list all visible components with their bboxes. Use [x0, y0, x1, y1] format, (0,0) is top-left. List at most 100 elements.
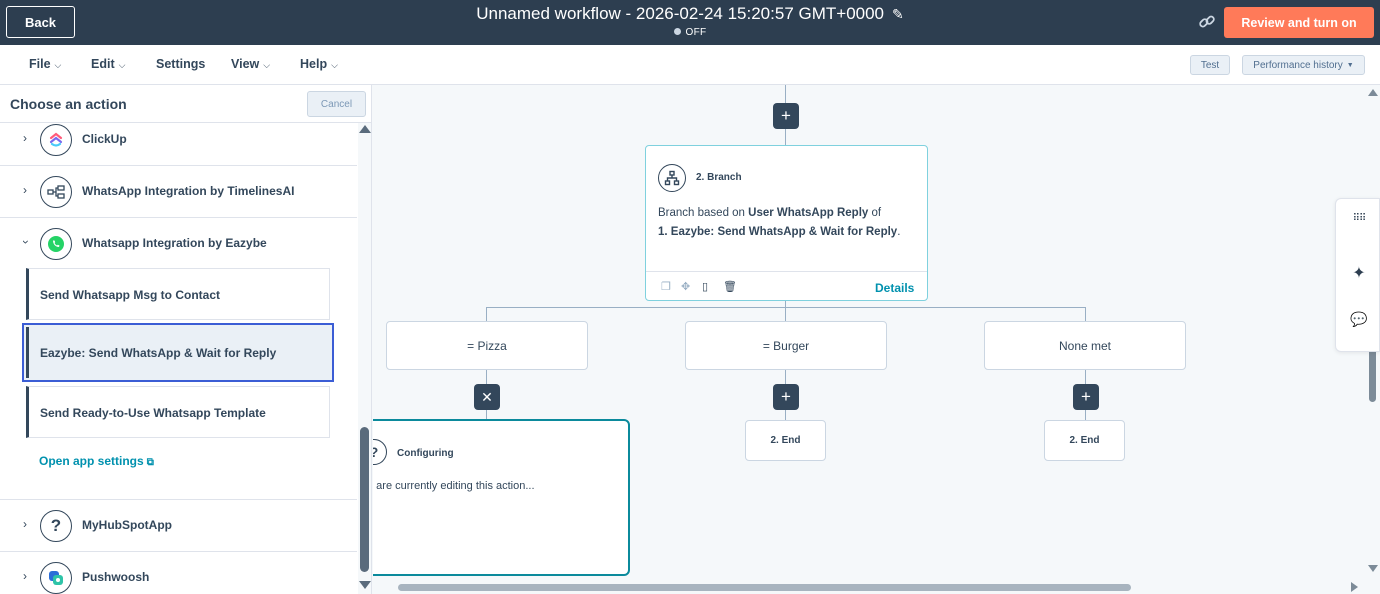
connector-line	[486, 307, 487, 321]
configuring-description: u are currently editing this action...	[373, 480, 535, 492]
app-row-clickup[interactable]: › ClickUp	[0, 114, 357, 166]
external-link-icon: ⧉	[146, 457, 154, 468]
timelines-icon	[40, 176, 72, 208]
action-send-whatsapp-msg[interactable]: Send Whatsapp Msg to Contact	[26, 268, 330, 320]
app-label: Whatsapp Integration by Eazybe	[82, 236, 267, 250]
panel-title: Choose an action	[10, 96, 127, 112]
panel-scrollbar[interactable]	[358, 123, 371, 594]
connector-line	[1085, 370, 1086, 384]
status-dot-icon	[673, 28, 681, 35]
app-row-eazybe[interactable]: › Whatsapp Integration by Eazybe	[0, 218, 357, 270]
branch-desc-text: .	[897, 226, 901, 238]
add-action-button[interactable]: +	[773, 384, 799, 410]
connector-line	[1085, 408, 1086, 420]
branch-option-pizza[interactable]: = Pizza	[386, 321, 588, 370]
action-label: Send Ready-to-Use Whatsapp Template	[40, 406, 266, 420]
chevron-right-icon[interactable]: ›	[23, 569, 27, 583]
menu-view[interactable]: View⌵	[231, 57, 270, 71]
menu-edit-label: Edit	[91, 57, 115, 71]
menu-help[interactable]: Help⌵	[300, 57, 338, 71]
scroll-thumb[interactable]	[360, 427, 369, 572]
action-send-template[interactable]: Send Ready-to-Use Whatsapp Template	[26, 386, 330, 438]
branch-icon	[658, 164, 686, 192]
branch-desc-action: 1. Eazybe: Send WhatsApp & Wait for Repl…	[658, 226, 898, 238]
workflow-title[interactable]: Unnamed workflow - 2026-02-24 15:20:57 G…	[0, 4, 1380, 24]
chat-icon[interactable]: 💬	[1350, 311, 1368, 327]
scroll-down-icon[interactable]	[359, 581, 371, 589]
canvas-vertical-scrollbar[interactable]	[1366, 85, 1380, 580]
workflow-canvas[interactable]: + 2. Branch Branch based on User WhatsAp…	[373, 85, 1380, 594]
connector-line	[1085, 307, 1086, 321]
action-label: Send Whatsapp Msg to Contact	[40, 288, 220, 302]
grid-icon[interactable]: ⠿⠿	[1352, 213, 1367, 224]
branch-label: 2. Branch	[696, 172, 742, 183]
end-card[interactable]: 2. End	[745, 420, 826, 461]
scroll-down-icon[interactable]	[1368, 565, 1378, 572]
menu-settings[interactable]: Settings	[156, 57, 206, 71]
cancel-button[interactable]: Cancel	[307, 91, 366, 117]
configuring-card[interactable]: ? Configuring u are currently editing th…	[373, 419, 630, 576]
status-text: OFF	[685, 27, 707, 38]
workflow-title-text: Unnamed workflow - 2026-02-24 15:20:57 G…	[476, 4, 885, 23]
scroll-thumb[interactable]	[398, 584, 1131, 591]
connector-line	[486, 370, 487, 384]
whatsapp-icon	[40, 228, 72, 260]
connector-line	[785, 129, 786, 145]
branch-action-card[interactable]: 2. Branch Branch based on User WhatsApp …	[645, 145, 928, 301]
menu-edit[interactable]: Edit⌵	[91, 57, 125, 71]
copy-icon[interactable]: ❐	[661, 281, 671, 293]
connector-line	[785, 408, 786, 420]
performance-history-button[interactable]: Performance history▼	[1242, 55, 1365, 75]
chevron-right-icon[interactable]: ›	[23, 517, 27, 531]
close-icon[interactable]: ✕	[474, 384, 500, 410]
connector-line	[785, 370, 786, 384]
app-row-timelinesai[interactable]: › WhatsApp Integration by TimelinesAI	[0, 166, 357, 218]
action-eazybe-send-wait[interactable]: Eazybe: Send WhatsApp & Wait for Reply	[22, 323, 334, 382]
canvas-horizontal-scrollbar[interactable]	[373, 580, 1366, 594]
scroll-thumb[interactable]	[1369, 347, 1376, 402]
move-icon[interactable]: ✥	[681, 281, 691, 293]
chevron-down-icon: ⌵	[54, 60, 62, 70]
end-card[interactable]: 2. End	[1044, 420, 1125, 461]
branch-desc-text: Branch based on	[658, 207, 749, 219]
chevron-right-icon[interactable]: ›	[23, 131, 27, 145]
pencil-icon[interactable]: ✎	[892, 6, 904, 22]
sparkle-icon[interactable]: ✦	[1352, 265, 1366, 282]
clipboard-icon[interactable]: ▯	[702, 281, 709, 293]
pushwoosh-icon	[40, 562, 72, 594]
app-row-myhubspotapp[interactable]: › ? MyHubSpotApp	[0, 500, 357, 552]
chevron-right-icon[interactable]: ›	[23, 183, 27, 197]
action-label: Eazybe: Send WhatsApp & Wait for Reply	[40, 346, 277, 360]
scroll-up-icon[interactable]	[1368, 89, 1378, 96]
review-and-turn-on-button[interactable]: Review and turn on	[1224, 7, 1374, 38]
connector-line	[785, 85, 786, 103]
branch-desc-property: User WhatsApp Reply	[748, 207, 869, 219]
workflow-status: OFF	[0, 27, 1380, 38]
app-row-pushwoosh[interactable]: › Pushwoosh	[0, 552, 357, 594]
menu-file[interactable]: File⌵	[29, 57, 61, 71]
back-button[interactable]: Back	[6, 6, 75, 38]
clickup-icon	[40, 124, 72, 156]
panel-header: Choose an action Cancel	[0, 85, 371, 123]
scroll-right-icon[interactable]	[1351, 582, 1358, 592]
add-action-button[interactable]: +	[1073, 384, 1099, 410]
scroll-up-icon[interactable]	[359, 125, 371, 133]
trash-icon[interactable]: 🗑	[723, 281, 737, 293]
chevron-down-icon[interactable]: ›	[19, 240, 33, 244]
app-label: Pushwoosh	[82, 570, 150, 584]
question-icon: ?	[40, 510, 72, 542]
open-app-settings-link[interactable]: Open app settings⧉	[39, 454, 154, 468]
connector-line	[785, 301, 786, 321]
chevron-down-icon: ⌵	[118, 60, 126, 70]
test-button[interactable]: Test	[1190, 55, 1230, 75]
branch-option-burger[interactable]: = Burger	[685, 321, 887, 370]
link-icon[interactable]	[1198, 13, 1216, 31]
details-link[interactable]: Details	[875, 281, 915, 295]
add-action-button[interactable]: +	[773, 103, 799, 129]
app-label: WhatsApp Integration by TimelinesAI	[82, 184, 295, 198]
branch-description: Branch based on User WhatsApp Reply of 1…	[658, 204, 918, 242]
menu-help-label: Help	[300, 57, 328, 71]
connector-line	[486, 307, 1086, 308]
branch-option-none-met[interactable]: None met	[984, 321, 1186, 370]
question-icon: ?	[373, 439, 387, 465]
